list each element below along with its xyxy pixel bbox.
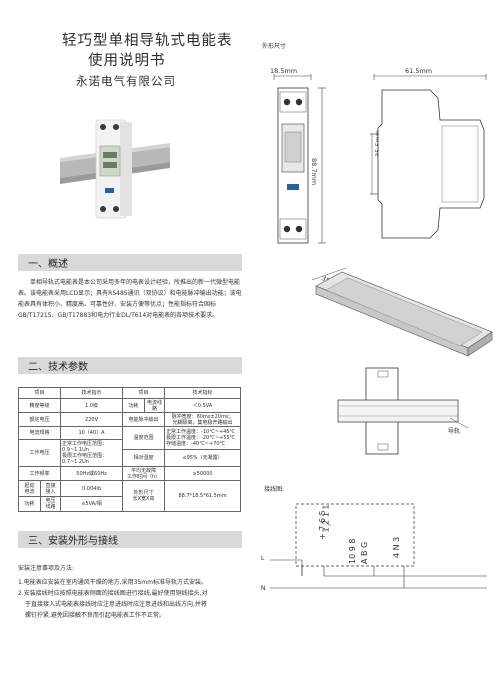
spec-accuracy-label: 精度等级 — [17, 398, 62, 413]
wire-n-label: N — [261, 585, 266, 592]
terminal-pins-b: + 7 6 5 — [318, 510, 327, 540]
spec-head-index: 技术指示 — [60, 387, 124, 399]
spec-size-value: 88.7*18.5*61.5mm — [164, 480, 242, 512]
doc-title-line2: 使用说明书 — [88, 53, 166, 69]
spec-start-label-2: 电流 — [24, 488, 35, 495]
spec-workv-value-2: 0.9~1.1Un — [62, 447, 89, 453]
terminal-pins-d: A B G — [360, 541, 369, 564]
spec-workv-value-4: 0.7~1.2Un — [62, 459, 89, 465]
spec-voltage-label: 额定电压 — [17, 412, 62, 427]
spec-table: 项目 技术指示 项目 技术指标 精度等级 1.0级 功耗 电流线路 ＜0.5VA… — [17, 387, 242, 512]
spec-power-label: 功耗 — [122, 398, 146, 413]
spec-temp-label: 温度范围 — [122, 426, 166, 450]
spec-cons-label: 功耗 — [18, 496, 41, 512]
company-name: 永诺电气有限公司 — [76, 74, 176, 88]
meter-on-rail-drawing — [337, 367, 469, 455]
outline-title: 外形尺寸 — [262, 43, 287, 50]
spec-power-value: ＜0.5VA — [164, 398, 242, 413]
overview-paragraph: 单相导轨式电能表是本公司采用多年的电表设计经验，所推出的新一代微型电能表。该电能… — [18, 279, 242, 319]
spec-pulse-label: 电能脉冲输出 — [122, 412, 166, 427]
spec-size-label: 外形尺寸 长X宽X高 — [122, 480, 166, 512]
spec-cons-value: ≤5VA/相 — [60, 496, 124, 512]
spec-freq-label: 工作频率 — [17, 466, 62, 481]
spec-humidity-label: 相对湿度 — [122, 449, 166, 467]
spec-pulse-value-2: 光耦隔离，集电极开路输出 — [172, 419, 233, 426]
wiring-title: 接线图: — [264, 486, 285, 493]
spec-humidity-value: ≤95%（无凝露） — [164, 449, 242, 467]
spec-head-item: 项目 — [17, 387, 62, 399]
side-view-drawing — [370, 74, 487, 239]
install-note-3: 于直接接入式电能表接线时应注意进线时应注意进线和出线方向,并将 — [25, 601, 207, 608]
install-note-2: 2.安装接线时应按照电能表侧面的接线图进行接线,最好使用铜线接头,对 — [18, 590, 208, 597]
spec-pulse-value: 脉冲宽度：80ms±20ms； 光耦隔离，集电极开路输出 — [164, 412, 242, 427]
product-photo — [60, 119, 170, 219]
spec-accuracy-value: 1.0级 — [60, 398, 124, 413]
spec-temp-value-1: 正常工作温度：-10℃~+45℃ — [166, 429, 236, 435]
spec-workv-value: 正常工作电压范围： 0.9~1.1Un 极限工作电压范围： 0.7~1.2Un — [60, 439, 124, 467]
din-rail-drawing — [311, 267, 493, 357]
terminal-minus: - — [328, 520, 331, 529]
spec-size-label-2: 长X宽X高 — [132, 496, 155, 502]
section-install-heading: 三、安装外形与接线 — [28, 536, 118, 547]
spec-start-sub-1: 直接 — [45, 482, 56, 489]
spec-head-item2: 项目 — [122, 387, 166, 399]
section-overview-bar: 一、概述 — [18, 254, 242, 271]
spec-start-sub: 直接 接入 — [39, 480, 62, 497]
spec-temp-value-3: 存储温度：-40℃~+70℃ — [166, 441, 226, 447]
spec-mtbf-label: 平均无故障 工作时间（h） — [122, 466, 166, 481]
spec-current-label: 电流规格 — [17, 426, 62, 440]
spec-pulse-value-1: 脉冲宽度：80ms±20ms； — [171, 413, 234, 420]
spec-cons-sub-1: 电压 — [45, 498, 56, 504]
spec-size-label-1: 外形尺寸 — [133, 490, 154, 496]
terminal-pins-e: 4 N 3 — [392, 536, 401, 558]
spec-temp-value: 正常工作温度：-10℃~+45℃ 极限工作温度：-20℃~+55℃ 存储温度：-… — [164, 426, 242, 450]
spec-power-sub: 电流线路 — [144, 398, 166, 413]
spec-current-value: 10（40）A — [60, 426, 124, 440]
doc-title-line1: 轻巧型单相导轨式电能表 — [62, 33, 233, 49]
spec-start-value: 0.004Ib — [60, 480, 124, 497]
spec-mtbf-label-1: 平均无故障 — [131, 467, 157, 474]
wiring-diagram — [270, 503, 487, 589]
install-note-4: 螺钉拧紧,避免因接触不良而引起电能表工作不正常。 — [25, 612, 165, 619]
section-tech-heading: 二、技术参数 — [28, 362, 88, 373]
spec-workv-value-1: 正常工作电压范围： — [62, 441, 108, 447]
rail-label: 导轨 — [448, 428, 461, 435]
section-install-bar: 三、安装外形与接线 — [18, 531, 242, 548]
spec-voltage-value: 220V — [60, 412, 124, 427]
spec-start-label-1: 起动 — [24, 482, 35, 489]
spec-freq-value: 50Hz或60Hz — [60, 466, 124, 481]
dim-depth-label: 61.5mm — [405, 67, 433, 75]
front-view-drawing — [273, 74, 326, 244]
section-tech-bar: 二、技术参数 — [18, 357, 242, 374]
section-overview-heading: 一、概述 — [28, 259, 68, 270]
spec-start-sub-2: 接入 — [45, 488, 56, 495]
spec-start-label: 起动 电流 — [18, 480, 41, 497]
spec-mtbf-label-2: 工作时间（h） — [126, 473, 161, 480]
install-note-1: 1.电能表应安装在室内通风干燥的地方,采用35mm标准导轨方式安装。 — [18, 579, 207, 586]
spec-workv-value-3: 极限工作电压范围： — [62, 453, 108, 459]
spec-workv-label: 工作电压 — [17, 439, 62, 467]
spec-cons-sub: 电压 线路 — [39, 496, 62, 512]
spec-mtbf-value: ≥50000 — [164, 466, 242, 481]
spec-head-index2: 技术指标 — [164, 387, 242, 399]
wire-l-label: L — [261, 555, 265, 562]
dim-width-label: 18.5mm — [270, 67, 298, 75]
spec-temp-value-2: 极限工作温度：-20℃~+55℃ — [166, 435, 236, 441]
terminal-pins-c: 10 9 8 — [348, 538, 357, 564]
install-notes-title: 安装注意事项及方法: — [18, 565, 75, 572]
spec-cons-sub-2: 线路 — [45, 504, 56, 510]
